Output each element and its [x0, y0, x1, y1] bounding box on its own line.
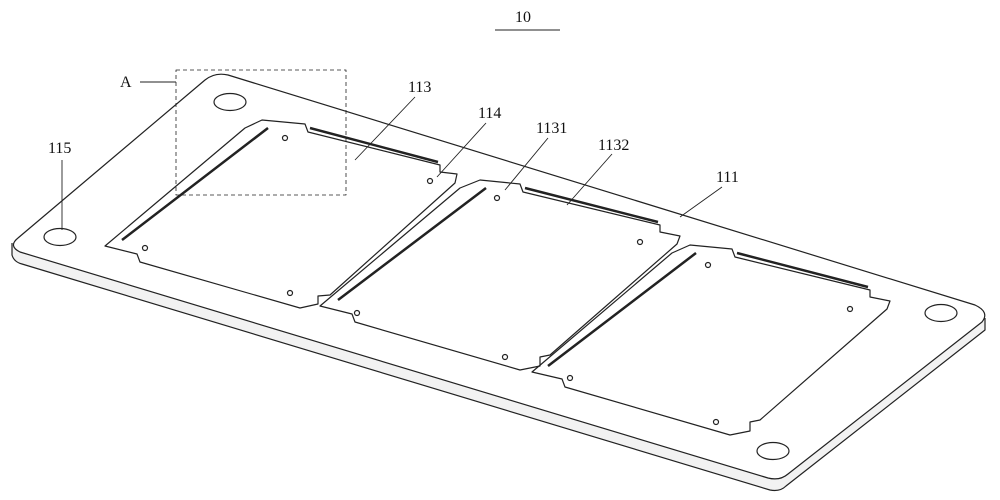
- label-111: 111: [716, 169, 739, 186]
- label-115: 115: [48, 140, 71, 157]
- figure-number: 10: [515, 9, 531, 26]
- label-114: 114: [478, 105, 501, 122]
- label-113: 113: [408, 79, 431, 96]
- label-1132: 1132: [598, 137, 629, 154]
- label-1131: 1131: [536, 120, 567, 137]
- label-a: A: [120, 74, 132, 91]
- plate-top-face: [13, 74, 984, 479]
